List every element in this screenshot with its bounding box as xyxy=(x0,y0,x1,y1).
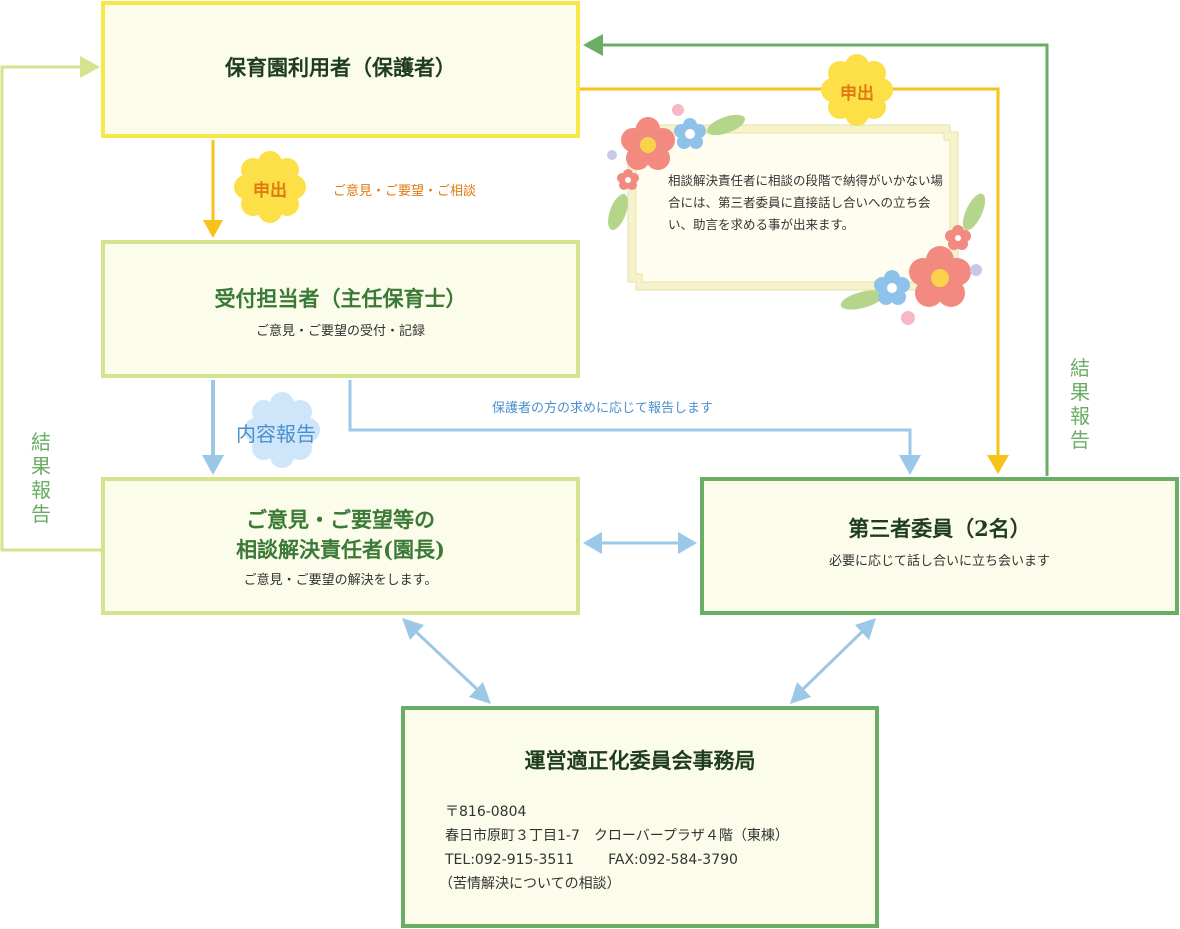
third-party-title: 第三者委員（2名） xyxy=(848,516,1031,541)
office-box: 運営適正化委員会事務局 〒816-0804 春日市原町３丁目1-7 クローバープ… xyxy=(401,706,879,928)
office-address-block: 〒816-0804 春日市原町３丁目1-7 クローバープラザ４階（東棟） TEL… xyxy=(439,800,875,896)
report-on-request-label: 保護者の方の求めに応じて報告します xyxy=(492,401,714,416)
arrow-submit-to-reception xyxy=(203,140,223,238)
office-postal: 〒816-0804 xyxy=(445,804,527,820)
resolver-title-line1: ご意見・ご要望等の xyxy=(246,507,435,532)
third-party-subtitle: 必要に応じて話し合いに立ち会います xyxy=(828,554,1050,569)
parent-user-box: 保育園利用者（保護者） xyxy=(101,1,580,138)
submit-badge-flower-left xyxy=(234,151,306,223)
resolver-title-line2: 相談解決責任者(園長) xyxy=(236,537,445,562)
flower-decoration-top xyxy=(607,104,745,231)
submit-badge-flower-right xyxy=(821,54,893,126)
submit-badge-label-right: 申出 xyxy=(840,84,874,104)
result-report-label-right: 結果報告 xyxy=(1070,356,1090,452)
office-phone-fax: TEL:092-915-3511 FAX:092-584-3790 xyxy=(445,848,875,872)
office-address: 春日市原町３丁目1-7 クローバープラザ４階（東棟） xyxy=(445,828,789,844)
arrow-resolver-third-party xyxy=(583,532,697,554)
note-text: 相談解決責任者に相談の段階で納得がいかない場合には、第三者委員に直接話し合いへの… xyxy=(668,173,944,232)
parent-user-title: 保育園利用者（保護者） xyxy=(225,55,456,80)
arrow-submit-to-third-party xyxy=(580,87,1009,474)
arrow-content-report xyxy=(202,380,224,475)
resolver-subtitle: ご意見・ご要望の解決をします。 xyxy=(243,573,438,588)
office-fax: FAX:092-584-3790 xyxy=(608,852,738,868)
result-report-label-left: 結果報告 xyxy=(31,430,51,526)
arrow-result-report-left xyxy=(0,56,101,552)
office-tel: TEL:092-915-3511 xyxy=(445,852,575,868)
reception-subtitle: ご意見・ご要望の受付・記録 xyxy=(255,324,425,339)
third-party-box: 第三者委員（2名） 必要に応じて話し合いに立ち会います xyxy=(700,477,1179,615)
submit-badge-label-left: 申出 xyxy=(253,181,287,201)
content-report-label: 内容報告 xyxy=(236,422,316,446)
office-title: 運営適正化委員会事務局 xyxy=(524,748,756,773)
arrow-third-party-office xyxy=(790,618,876,704)
office-purpose: （苦情解決についての相談） xyxy=(439,876,621,892)
content-report-badge-flower xyxy=(244,392,320,468)
flower-decoration-bottom xyxy=(840,193,986,325)
arrow-report-on-request xyxy=(348,380,921,475)
reception-box: 受付担当者（主任保育士） ご意見・ご要望の受付・記録 xyxy=(101,240,580,378)
submit-content-label: ご意見・ご要望・ご相談 xyxy=(333,184,477,199)
arrow-resolver-office xyxy=(402,618,491,704)
reception-title: 受付担当者（主任保育士） xyxy=(214,286,467,311)
resolver-box: ご意見・ご要望等の 相談解決責任者(園長) ご意見・ご要望の解決をします。 xyxy=(101,477,580,615)
arrow-result-report-right xyxy=(583,34,1049,476)
